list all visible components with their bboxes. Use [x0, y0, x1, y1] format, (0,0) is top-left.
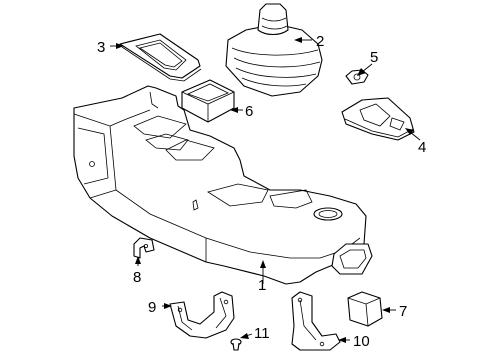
callout-2: 2 — [316, 33, 324, 50]
callout-11: 11 — [254, 325, 270, 342]
part-8-bracket — [133, 237, 155, 259]
callout-5: 5 — [370, 49, 378, 66]
part-4-trim-plate — [341, 97, 415, 141]
callout-6: 6 — [245, 103, 253, 120]
callout-3: 3 — [97, 39, 105, 56]
callout-7: 7 — [399, 303, 407, 320]
callout-8: 8 — [133, 269, 141, 286]
callout-4: 4 — [418, 139, 426, 156]
part-10-bracket — [291, 291, 341, 351]
part-11-push-clip — [230, 338, 242, 351]
part-9-bracket — [169, 291, 235, 339]
part-1-console-body — [73, 85, 373, 285]
part-3-shift-bezel — [119, 33, 202, 82]
callout-10: 10 — [353, 333, 370, 350]
part-7-end-cap — [347, 291, 383, 327]
callout-9: 9 — [148, 299, 156, 316]
callout-labels: 1 2 3 4 5 6 7 8 9 10 11 — [97, 33, 426, 350]
leader-lines — [110, 37, 421, 343]
callout-1: 1 — [258, 277, 266, 294]
part-6-storage-box — [181, 79, 235, 123]
part-2-shift-boot — [225, 3, 323, 97]
